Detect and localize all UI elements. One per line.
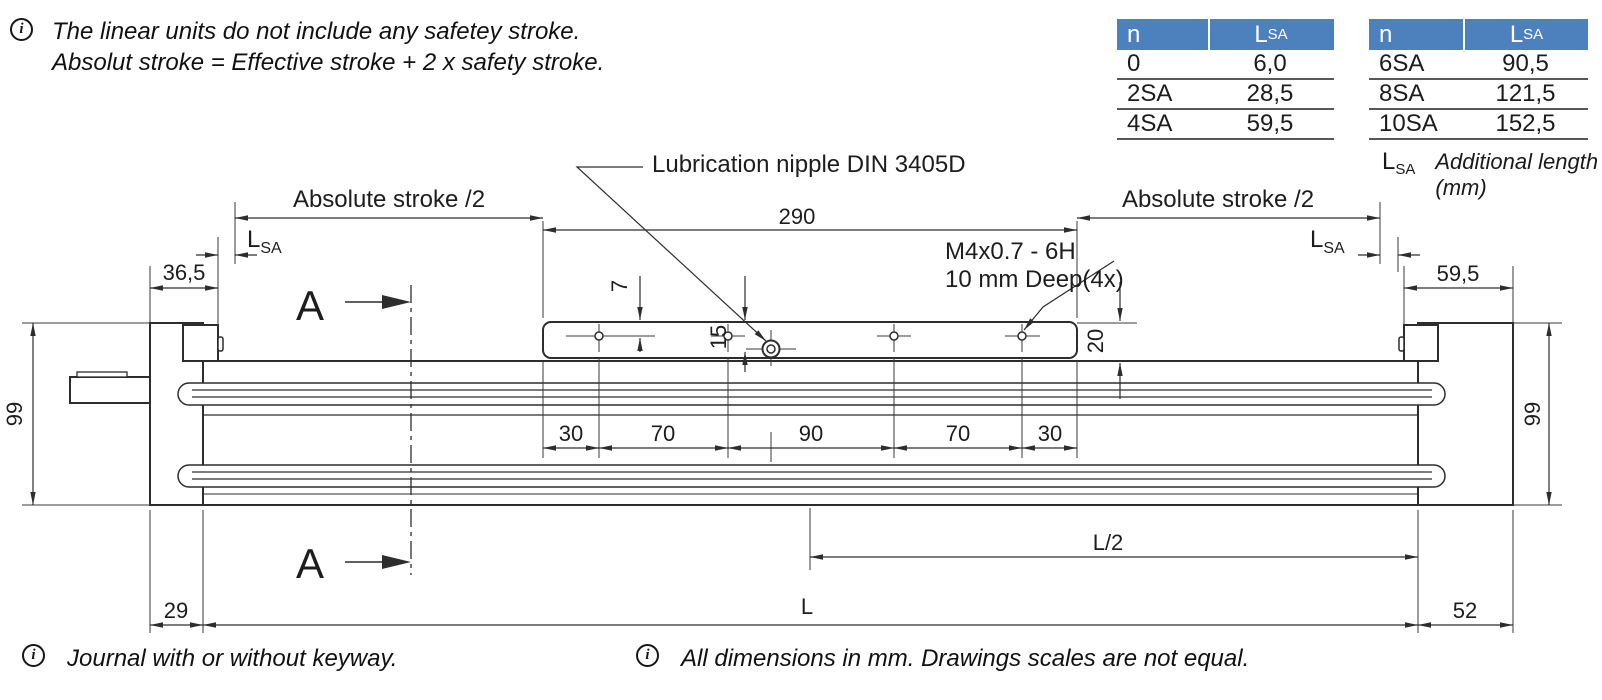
thread-leader <box>1023 260 1115 331</box>
col-n-header: n <box>1379 20 1393 48</box>
mounting-holes <box>594 331 1027 341</box>
dim-290: 290 <box>779 204 816 229</box>
dim-chain-70a: 70 <box>651 421 675 446</box>
info-icon: i <box>636 644 659 667</box>
carriage-plate <box>542 321 1078 366</box>
dim-20: 20 <box>1083 329 1108 353</box>
journal-shaft <box>69 376 151 404</box>
dim-chain-90: 90 <box>799 421 823 446</box>
safety-stroke-note: i The linear units do not include any sa… <box>10 16 604 78</box>
guide-rails <box>177 382 1446 495</box>
dim-L2: L/2 <box>1093 530 1124 555</box>
lower-rail-slot <box>177 464 1446 488</box>
thread-label-line2: 10 mm Deep(4x) <box>945 266 1124 293</box>
journal-note-text: Journal with or without keyway. <box>67 645 398 672</box>
top-block-left <box>182 324 219 362</box>
thread-label-line1: M4x0.7 - 6H <box>945 238 1076 265</box>
extension-lines <box>22 202 1562 633</box>
upper-rail-slot <box>177 382 1446 406</box>
top-block-left-nub <box>217 336 224 352</box>
lsa-label-right: LSA <box>1310 226 1345 257</box>
note-line-2: Absolut stroke = Effective stroke + 2 x … <box>52 49 605 76</box>
dim-29: 29 <box>164 598 188 623</box>
absolute-stroke-right-label: Absolute stroke /2 <box>1122 186 1314 213</box>
lubrication-nipple <box>746 330 796 366</box>
dim-99-left: 99 <box>2 402 27 426</box>
dimensions-note-text: All dimensions in mm. Drawings scales ar… <box>681 645 1250 672</box>
top-block-right <box>1403 324 1439 362</box>
absolute-stroke-left-label: Absolute stroke /2 <box>293 186 485 213</box>
lsa-legend: LSA Additional length (mm) <box>1382 148 1602 201</box>
table-row: 6SA 90,5 <box>1369 50 1588 80</box>
section-line-a-a <box>345 285 412 575</box>
info-icon: i <box>10 18 33 41</box>
top-block-right-nub <box>1398 336 1405 352</box>
journal-shaft-key <box>76 371 128 378</box>
dim-chain-30b: 30 <box>1038 421 1062 446</box>
lsa-symbol: LSA <box>1382 148 1416 178</box>
table-row: 0 6,0 <box>1117 50 1334 80</box>
dim-59-5: 59,5 <box>1437 261 1480 286</box>
lubrication-label: Lubrication nipple DIN 3405D <box>652 151 966 178</box>
section-label-bottom: A <box>296 540 324 587</box>
journal-note: i Journal with or without keyway. <box>22 642 397 674</box>
dim-36-5: 36,5 <box>163 260 206 285</box>
lsa-label-left: LSA <box>247 226 282 257</box>
table-row: 10SA 152,5 <box>1369 110 1588 140</box>
table-row: 8SA 121,5 <box>1369 80 1588 110</box>
dimensions-note: i All dimensions in mm. Drawings scales … <box>636 642 1249 674</box>
table-row: 2SA 28,5 <box>1117 80 1334 110</box>
dim-52: 52 <box>1453 598 1477 623</box>
dim-chain-70b: 70 <box>946 421 970 446</box>
dim-15: 15 <box>706 325 731 349</box>
dim-chain-30a: 30 <box>559 421 583 446</box>
table-row: 4SA 59,5 <box>1117 110 1334 140</box>
lubrication-leader <box>575 166 767 342</box>
note-line-1: The linear units do not include any safe… <box>52 18 581 45</box>
section-label-top: A <box>296 282 324 329</box>
col-n-header: n <box>1127 20 1141 48</box>
dimension-lines <box>30 215 1552 628</box>
leader-lines <box>575 166 1115 342</box>
dim-7: 7 <box>607 280 632 292</box>
dim-99-right: 99 <box>1520 402 1545 426</box>
dim-L: L <box>801 594 813 619</box>
info-icon: i <box>22 644 45 667</box>
lsa-legend-text: Additional length (mm) <box>1435 149 1599 200</box>
